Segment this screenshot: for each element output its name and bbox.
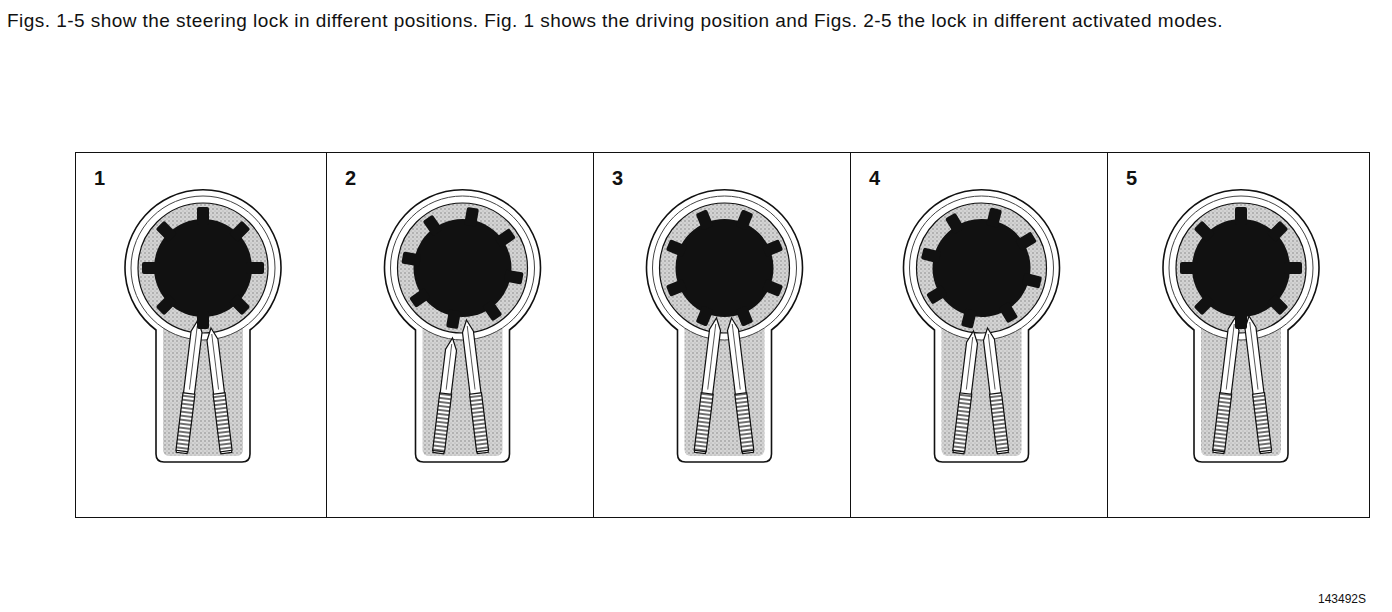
housing-inner-ring [1169, 196, 1313, 340]
lock-ring [1176, 203, 1306, 333]
figure-panel: 3 [593, 152, 851, 518]
figure-number: 3 [612, 167, 623, 190]
figure-number: 1 [94, 167, 105, 190]
steering-gear [1180, 207, 1302, 329]
steering-gear [142, 207, 264, 329]
steering-gear [908, 194, 1056, 342]
lock-bolt [461, 319, 489, 453]
steering-lock [125, 190, 281, 462]
steering-lock [385, 190, 541, 462]
lock-bolt [176, 319, 204, 453]
lock-bolt [205, 327, 232, 454]
figure-number: 4 [869, 167, 880, 190]
lock-ring [398, 203, 528, 333]
steering-lock [645, 188, 804, 462]
figure-panel: 5 [1107, 152, 1370, 518]
lock-housing [385, 190, 541, 462]
steering-lock [1163, 190, 1319, 462]
lock-bolt [953, 330, 980, 454]
figure-code: 143492S [1318, 592, 1366, 606]
lock-housing [1163, 190, 1319, 462]
figure-caption: Figs. 1-5 show the steering lock in diff… [7, 8, 1383, 33]
steering-gear [645, 188, 804, 347]
lock-bolt [726, 317, 754, 453]
lock-bolt [982, 327, 1009, 454]
lock-bolt [694, 317, 722, 453]
figure-panel: 1 [75, 152, 327, 518]
lock-ring [917, 203, 1047, 333]
lock-ring [138, 203, 268, 333]
figure-panel: 2 [326, 152, 594, 518]
housing-inner-ring [910, 196, 1054, 340]
lock-ring [660, 203, 790, 333]
lock-housing [125, 190, 281, 462]
housing-inner-ring [131, 196, 275, 340]
lock-bolt [1212, 317, 1240, 453]
steering-gear [392, 197, 533, 338]
housing-inner-ring [391, 196, 535, 340]
steering-lock [904, 190, 1060, 462]
figure-number: 2 [345, 167, 356, 190]
housing-inner-ring [653, 196, 797, 340]
lock-bolt [432, 337, 458, 454]
lock-bolt [1243, 315, 1272, 453]
figure-number: 5 [1126, 167, 1137, 190]
lock-housing [647, 190, 803, 462]
lock-housing [904, 190, 1060, 462]
figure-panel: 4 [850, 152, 1108, 518]
